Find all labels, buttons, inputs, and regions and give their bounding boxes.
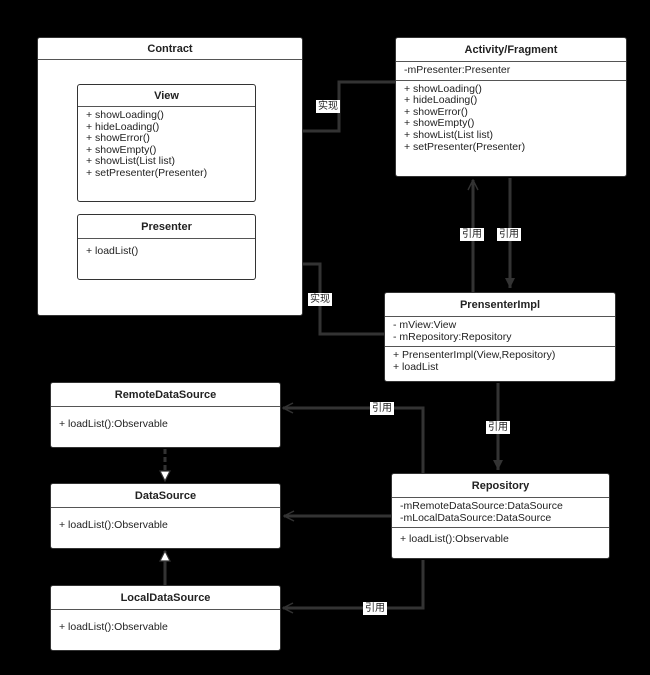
method-item: + showEmpty() xyxy=(86,143,157,156)
repository-box: Repository -mRemoteDataSource:DataSource… xyxy=(391,473,610,559)
activity-title: Activity/Fragment xyxy=(396,38,626,62)
edge-label-impl-references-repository: 引用 xyxy=(486,421,510,434)
presenter-interface-box: Presenter + loadList() xyxy=(77,214,256,280)
field-item: - mView:View xyxy=(393,319,457,331)
edge-label-impl-implements-presenter: 实现 xyxy=(308,293,332,306)
presenter-impl-methods: + PrensenterImpl(View,Repository) + load… xyxy=(385,347,615,376)
method-item: + loadList():Observable xyxy=(59,621,168,633)
method-item: + loadList() xyxy=(86,245,139,257)
local-datasource-box: LocalDataSource + loadList():Observable xyxy=(50,585,281,651)
method-item: + showLoading() xyxy=(404,82,482,95)
method-item: + loadList xyxy=(393,360,439,373)
field-item: -mLocalDataSource:DataSource xyxy=(400,511,552,524)
edge-label-activity-references-impl: 引用 xyxy=(497,228,521,241)
repository-fields: -mRemoteDataSource:DataSource -mLocalDat… xyxy=(392,498,609,529)
edge-repository-references-local xyxy=(283,560,425,608)
presenter-impl-title: PrensenterImpl xyxy=(385,293,615,317)
presenter-impl-fields: - mView:View - mRepository:Repository xyxy=(385,317,615,348)
method-item: + loadList():Observable xyxy=(59,418,168,430)
remote-datasource-title: RemoteDataSource xyxy=(51,383,280,407)
view-methods: + showLoading() + hideLoading() + showEr… xyxy=(78,107,255,183)
edge-repository-references-remote xyxy=(283,408,425,473)
method-item: + showList(List list) xyxy=(86,155,175,168)
method-item: + showError() xyxy=(86,132,150,145)
activity-fields: -mPresenter:Presenter xyxy=(396,62,626,81)
field-item: - mRepository:Repository xyxy=(393,330,512,343)
field-item: -mRemoteDataSource:DataSource xyxy=(400,500,563,512)
method-item: + setPresenter(Presenter) xyxy=(404,140,526,153)
field-item: -mPresenter:Presenter xyxy=(404,64,511,76)
contract-title: Contract xyxy=(38,38,302,60)
datasource-title: DataSource xyxy=(51,484,280,508)
method-item: + hideLoading() xyxy=(86,120,160,133)
method-item: + showLoading() xyxy=(86,109,164,121)
method-item: + loadList():Observable xyxy=(59,519,168,531)
view-interface-box: View + showLoading() + hideLoading() + s… xyxy=(77,84,256,202)
presenter-methods: + loadList() xyxy=(78,239,255,261)
method-item: + loadList():Observable xyxy=(400,533,509,546)
datasource-methods: + loadList():Observable xyxy=(51,508,280,535)
presenter-title: Presenter xyxy=(78,215,255,239)
method-item: + showError() xyxy=(404,105,468,118)
repository-methods: + loadList():Observable xyxy=(392,528,609,549)
method-item: + hideLoading() xyxy=(404,94,478,107)
remote-datasource-box: RemoteDataSource + loadList():Observable xyxy=(50,382,281,448)
remote-datasource-methods: + loadList():Observable xyxy=(51,407,280,434)
local-datasource-methods: + loadList():Observable xyxy=(51,610,280,637)
edge-label-activity-implements-view: 实现 xyxy=(316,100,340,113)
method-item: + setPresenter(Presenter) xyxy=(86,166,208,179)
method-item: + showEmpty() xyxy=(404,117,475,130)
repository-title: Repository xyxy=(392,474,609,498)
activity-methods: + showLoading() + hideLoading() + showEr… xyxy=(396,81,626,157)
method-item: + showList(List list) xyxy=(404,128,493,141)
activity-fragment-box: Activity/Fragment -mPresenter:Presenter … xyxy=(395,37,627,177)
edge-label-repository-references-remote: 引用 xyxy=(370,402,394,415)
presenter-impl-box: PrensenterImpl - mView:View - mRepositor… xyxy=(384,292,616,382)
edge-label-impl-references-activity: 引用 xyxy=(460,228,484,241)
edge-label-repository-references-local: 引用 xyxy=(363,602,387,615)
local-datasource-title: LocalDataSource xyxy=(51,586,280,610)
view-title: View xyxy=(78,85,255,107)
method-item: + PrensenterImpl(View,Repository) xyxy=(393,349,556,362)
datasource-box: DataSource + loadList():Observable xyxy=(50,483,281,549)
